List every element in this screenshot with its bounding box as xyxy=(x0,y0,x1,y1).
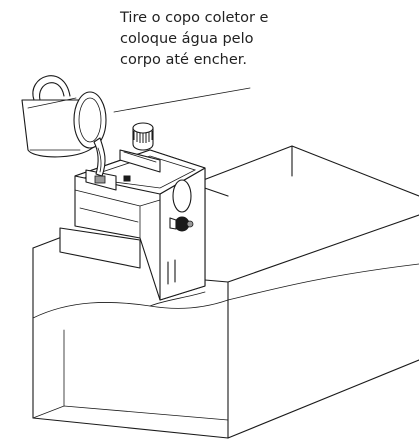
water-pitcher xyxy=(21,75,107,158)
annotation-text: Tire o copo coletor e coloque água pelo … xyxy=(120,8,360,71)
annotation-line-2: coloque água pelo xyxy=(120,31,254,47)
pump-body xyxy=(59,122,206,301)
annotation-line-1: Tire o copo coletor e xyxy=(120,10,269,26)
annotation-line-3: corpo até encher. xyxy=(120,52,248,68)
water-tank xyxy=(32,145,419,439)
water-stream xyxy=(93,137,106,177)
pump-cap-knob xyxy=(132,122,154,151)
annotation-leader-line xyxy=(113,87,251,113)
side-valve xyxy=(169,216,194,232)
